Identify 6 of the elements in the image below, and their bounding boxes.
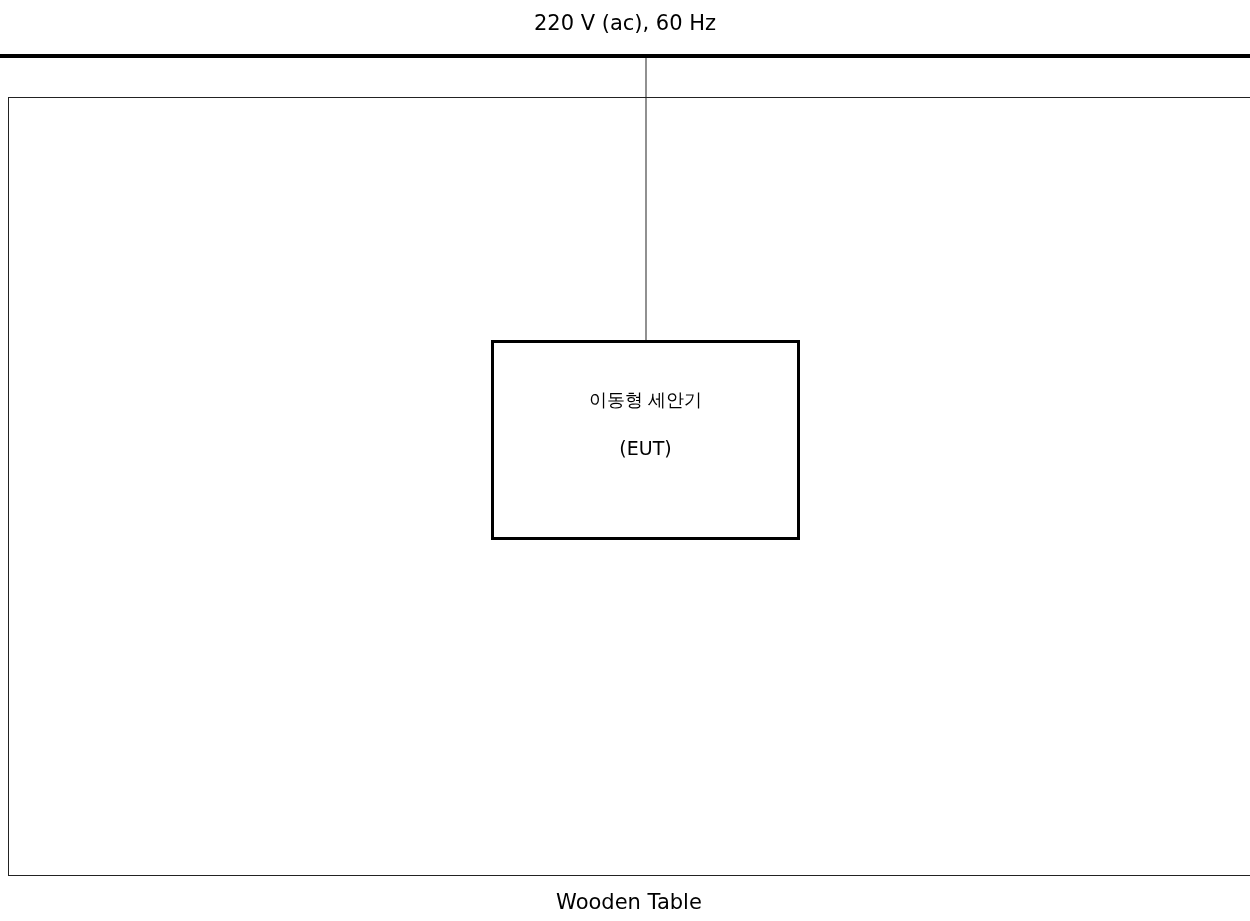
device-box: [491, 340, 800, 540]
table-label: Wooden Table: [555, 889, 703, 916]
supply-label: 220 V (ac), 60 Hz: [532, 10, 718, 37]
device-code: (EUT): [618, 436, 673, 461]
device-label: 이동형 세안기: [587, 388, 704, 412]
power-cord: [645, 57, 647, 341]
